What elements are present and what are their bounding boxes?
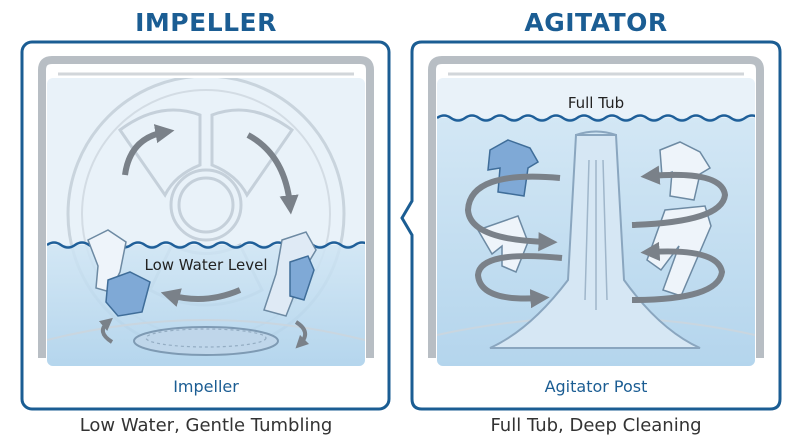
impeller-laundry-shirt [105, 271, 151, 317]
agitator-swirl-arrow-right-top [631, 165, 729, 228]
impeller-rotation-arrow-top-left [122, 124, 175, 176]
agitator-swirl-arrow-right-bottom [631, 241, 726, 303]
full-tub-label: Full Tub [568, 94, 624, 112]
impeller-plate-arrow-right [294, 320, 310, 349]
low-water-level-label: Low Water Level [144, 256, 267, 274]
agitator-swirl-arrow-left-top [464, 173, 561, 252]
agitator-swirl-arrow-left-bottom [474, 253, 563, 309]
impeller-caption: Low Water, Gentle Tumbling [79, 415, 333, 436]
impeller-panel: Low Water Level Impeller [20, 40, 391, 411]
impeller-tub-rim [38, 56, 374, 358]
impeller-plate-arrow-left [98, 317, 114, 344]
agitator-water-line [437, 114, 755, 122]
impeller-rotation-arrow-top-right [246, 132, 299, 215]
impeller-part-label: Impeller [173, 377, 239, 396]
impeller-plate [133, 326, 279, 356]
impeller-heading: IMPELLER [135, 8, 277, 37]
agitator-part-label: Agitator Post [545, 377, 648, 396]
agitator-panel: Full Tub Agitator Post [400, 40, 782, 411]
agitator-heading: AGITATOR [524, 8, 668, 37]
agitator-tub-rim [428, 56, 764, 358]
impeller-rotation-arrow-bottom [160, 287, 242, 307]
agitator-caption: Full Tub, Deep Cleaning [490, 415, 702, 436]
